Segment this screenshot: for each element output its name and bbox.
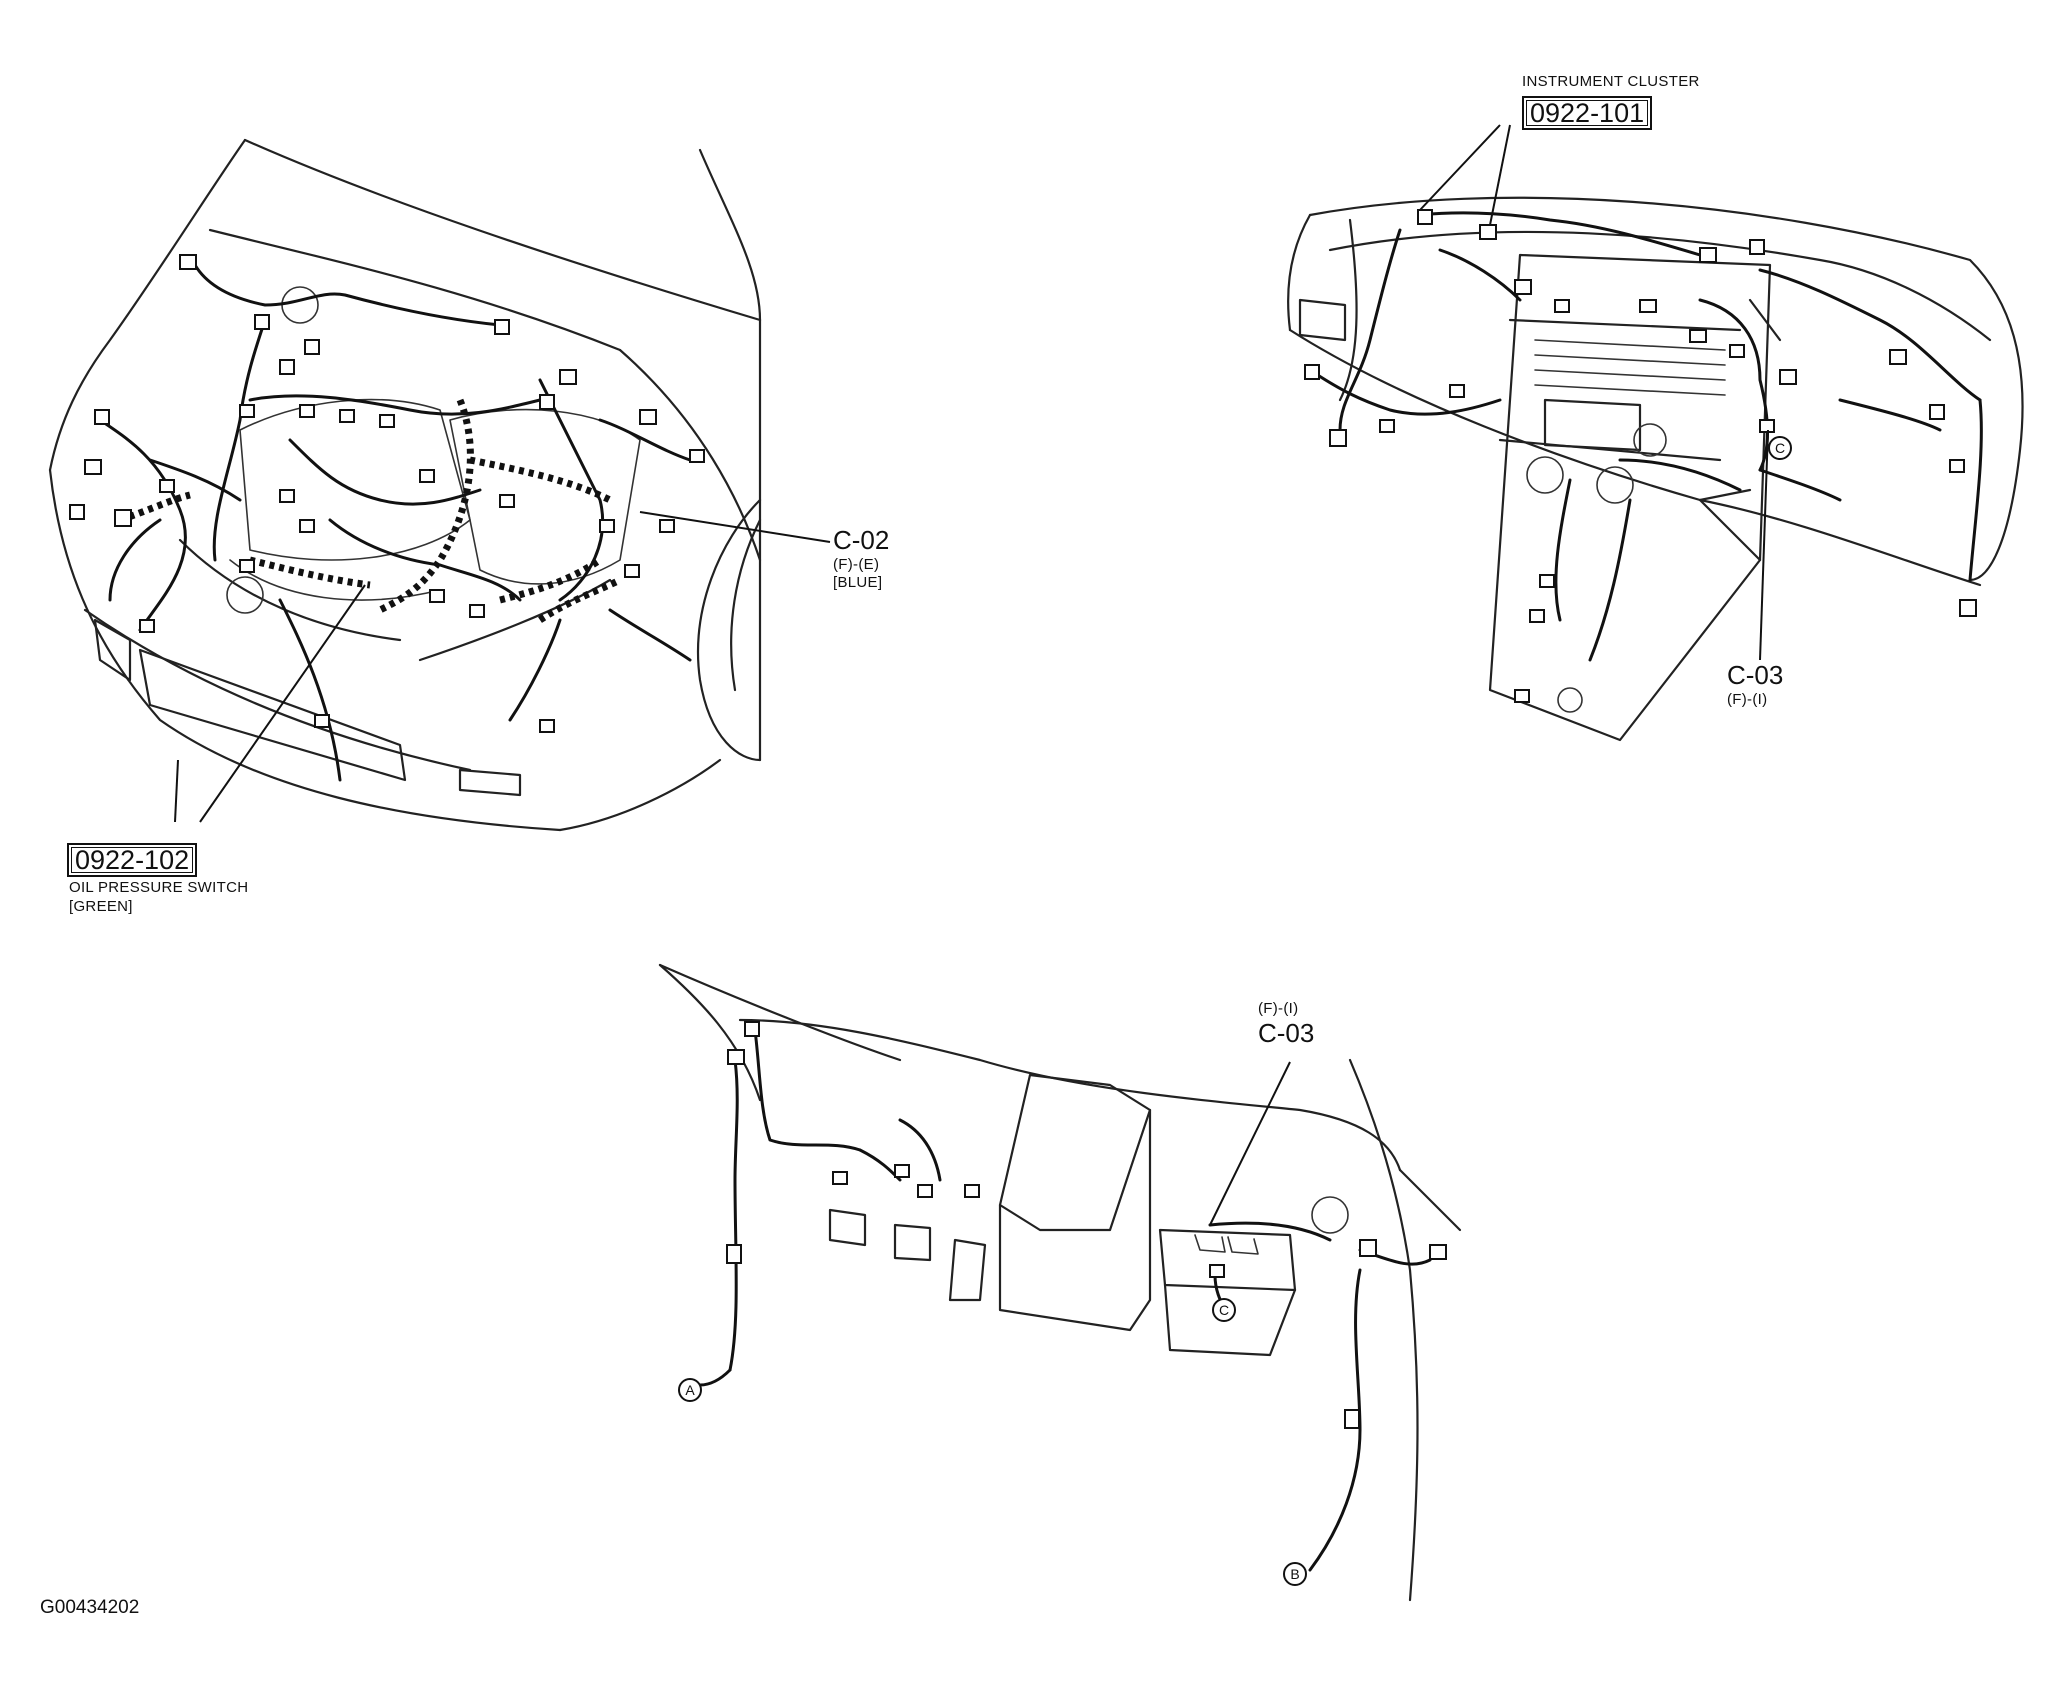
c02-leader — [639, 511, 831, 543]
dashboard-view — [1287, 196, 2024, 742]
oil-switch-leader — [199, 584, 366, 823]
c03-dash-grid: (F)-(I) — [1727, 691, 1768, 708]
oil-pressure-switch-title: OIL PRESSURE SWITCH — [69, 879, 249, 896]
instrument-cluster-leader-a — [1419, 124, 1501, 211]
marker-b: B — [1283, 1562, 1307, 1586]
c03-dash-id: C-03 — [1727, 660, 1784, 690]
c02-color: [BLUE] — [833, 574, 883, 591]
engine-compartment-view — [48, 138, 762, 832]
c02-grid: (F)-(E) — [833, 556, 880, 573]
instrument-cluster-code: 0922-101 — [1522, 96, 1653, 130]
marker-c-lower: C — [1212, 1298, 1236, 1322]
instrument-cluster-title: INSTRUMENT CLUSTER — [1522, 73, 1700, 90]
c02-id: C-02 — [833, 525, 890, 555]
oil-switch-leader-b — [174, 759, 179, 823]
marker-a: A — [678, 1378, 702, 1402]
c03-dash-leader — [1759, 429, 1769, 661]
c03-lower-grid: (F)-(I) — [1258, 1000, 1299, 1017]
oil-pressure-switch-code: 0922-102 — [67, 843, 198, 877]
c03-lower-id: C-03 — [1258, 1018, 1315, 1048]
c03-lower-leader — [1209, 1061, 1291, 1226]
marker-c-dash: C — [1768, 436, 1792, 460]
instrument-cluster-leader-b — [1489, 124, 1511, 226]
lower-dash-view — [658, 963, 1462, 1602]
figure-id: G00434202 — [40, 1597, 140, 1618]
oil-pressure-switch-color: [GREEN] — [69, 898, 133, 915]
